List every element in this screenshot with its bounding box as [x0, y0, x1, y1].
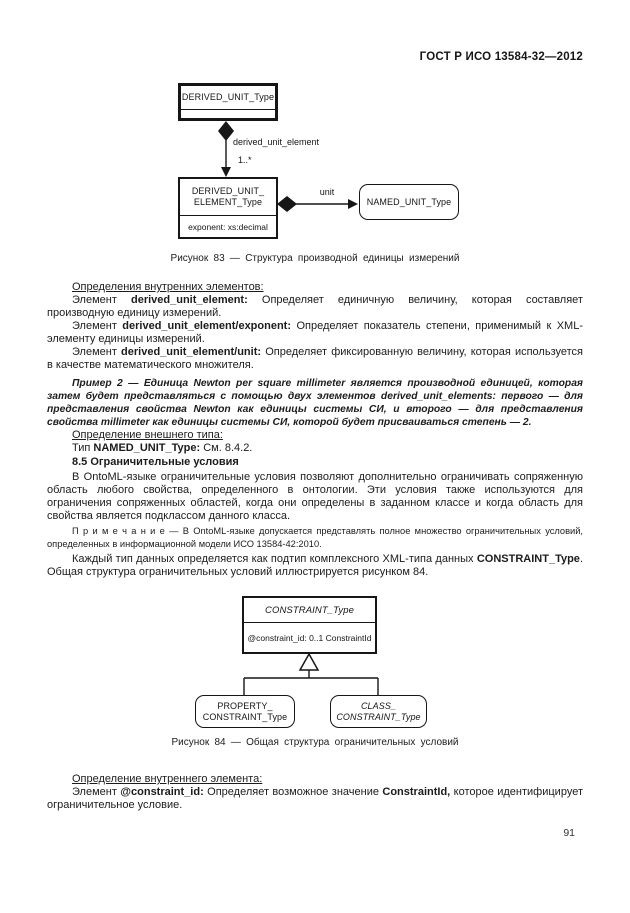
text-run: . Общая структура ограничительных услови…	[47, 553, 583, 578]
text-run: Тип	[72, 442, 94, 454]
association-label: unit	[319, 187, 335, 197]
text-run: См. 8.4.2.	[200, 442, 253, 454]
example-paragraph: Пример 2 — Единица Newton per square mil…	[47, 377, 583, 429]
section-heading-8-5: 8.5 Ограничительные условия	[47, 456, 583, 469]
text-run: Определение внешнего типа:	[72, 429, 223, 441]
uml-class-constraint-type: CONSTRAINT_Type @constraint_id: 0..1 Con…	[242, 596, 377, 654]
attribute-compartment: exponent: xs:decimal	[180, 215, 276, 237]
class-name: DERIVED_UNIT_ ELEMENT_Type	[180, 179, 276, 215]
text-run: Элемент	[72, 346, 122, 358]
class-name-line: PROPERTY_	[217, 700, 273, 711]
text-run: Определяет единичную величину, которая с…	[47, 294, 583, 319]
subheading-external-type: Определение внешнего типа:	[47, 429, 583, 442]
text-run: Определяет возможное значение	[203, 786, 383, 798]
paragraph: В OntoML-языке ограничительные условия п…	[47, 471, 583, 523]
paragraph: Элемент derived_unit_element/exponent: О…	[47, 320, 583, 346]
text-run: CONSTRAINT_Type	[476, 553, 580, 565]
paragraph: Элемент derived_unit_element: Определяет…	[47, 294, 583, 320]
uml-class-derived-unit-type: DERIVED_UNIT_Type	[178, 83, 278, 121]
arrowhead-down-icon	[221, 167, 231, 177]
class-name: PROPERTY_ CONSTRAINT_Type	[196, 696, 294, 727]
document-header-title: ГОСТ Р ИСО 13584-32—2012	[419, 51, 583, 63]
text-run: NAMED_UNIT_Type:	[93, 442, 201, 454]
figure-84-caption: Рисунок 84 — Общая структура ограничител…	[171, 737, 459, 748]
arrowhead-right-icon	[348, 199, 358, 209]
composition-diamond-icon	[218, 121, 234, 141]
text-run: Элемент	[72, 320, 123, 332]
class-name: CLASS_ CONSTRAINT_Type	[331, 696, 426, 727]
text-run: П р и м е ч а н и е — В OntoML-языке доп…	[47, 526, 583, 549]
text-run: Определяет фиксированную величину, котор…	[47, 346, 583, 371]
text-run: Определение внутреннего элемента:	[72, 773, 263, 785]
uml-class-derived-unit-element-type: DERIVED_UNIT_ ELEMENT_Type exponent: xs:…	[178, 177, 278, 239]
class-name-line: DERIVED_UNIT_	[191, 186, 265, 196]
figure-83-caption: Рисунок 83 — Структура производной едини…	[170, 253, 460, 264]
subheading-inner-elements: Определения внутренних элементов:	[47, 281, 583, 294]
text-run: @constraint_id:	[120, 786, 204, 798]
paragraph: Элемент @constraint_id: Определяет возмо…	[47, 786, 583, 812]
page-number: 91	[563, 827, 575, 839]
text-run: 8.5 Ограничительные условия	[72, 456, 239, 468]
composition-diamond-icon	[277, 196, 297, 212]
text-run: которое идентифицирует ограничительное у…	[47, 786, 583, 811]
class-name: DERIVED_UNIT_Type	[181, 92, 275, 102]
text-run: Определяет показатель степени, применимы…	[47, 320, 583, 345]
attribute-compartment: @constraint_id: 0..1 ConstraintId	[244, 622, 375, 652]
paragraph: Тип NAMED_UNIT_Type: См. 8.4.2.	[47, 442, 583, 455]
paragraph: Элемент derived_unit_element/unit: Опред…	[47, 346, 583, 372]
association-label: derived_unit_element	[233, 137, 320, 147]
text-run: derived_unit_element:	[131, 294, 248, 306]
class-name: CONSTRAINT_Type	[265, 604, 354, 616]
text-run: ConstraintId,	[382, 786, 451, 798]
paragraph: Каждый тип данных определяется как подти…	[47, 553, 583, 579]
uml-class-named-unit-type: NAMED_UNIT_Type	[359, 184, 459, 220]
class-name-line: CLASS_	[360, 700, 397, 711]
class-name-line: CONSTRAINT_Type	[336, 711, 421, 722]
text-run: derived_unit_element/unit:	[121, 346, 262, 358]
text-run: Элемент	[72, 786, 121, 798]
class-name: NAMED_UNIT_Type	[366, 196, 452, 207]
text-run: Пример 2 — Единица Newton per square mil…	[47, 378, 583, 428]
class-name-line: CONSTRAINT_Type	[202, 711, 288, 722]
multiplicity-label: 1..*	[238, 155, 252, 165]
generalization-triangle-icon	[298, 652, 320, 671]
text-run: Элемент	[72, 294, 131, 306]
class-name-line: ELEMENT_Type	[193, 197, 263, 207]
uml-class-class-constraint-type: CLASS_ CONSTRAINT_Type	[330, 695, 427, 728]
empty-compartment	[181, 109, 275, 118]
note-paragraph: П р и м е ч а н и е — В OntoML-языке доп…	[47, 525, 583, 551]
uml-class-property-constraint-type: PROPERTY_ CONSTRAINT_Type	[195, 695, 295, 728]
text-run: derived_unit_element/exponent:	[122, 320, 292, 332]
text-run: В OntoML-языке ограничительные условия п…	[47, 471, 583, 522]
text-run: Определения внутренних элементов:	[72, 281, 264, 293]
subheading-inner-element: Определение внутреннего элемента:	[47, 773, 583, 786]
text-run: Каждый тип данных определяется как подти…	[72, 553, 477, 565]
